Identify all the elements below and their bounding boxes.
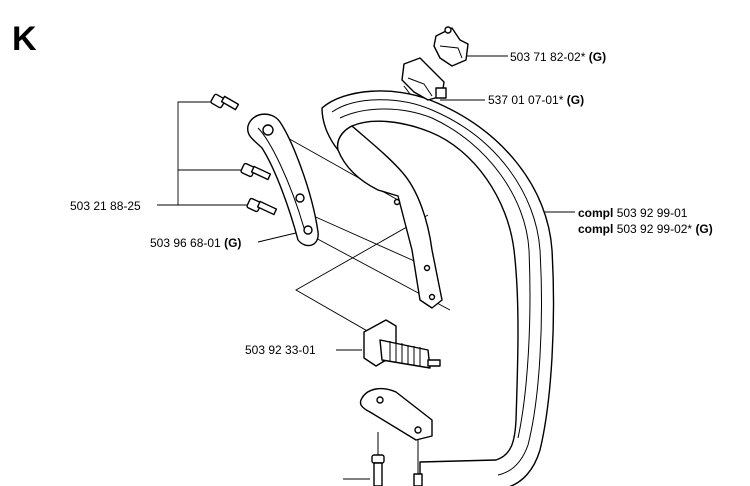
bracket-hole-1 [262,124,274,136]
arm-hole-1 [393,198,401,206]
bottom-bolts [371,432,423,486]
bracket-hole-2 [295,193,305,203]
label-handle-2-suffix: (G) [695,222,713,236]
label-handle-1-prefix: compl [578,206,614,220]
handle-contour-1 [331,99,542,476]
handle-outer [321,90,555,486]
handle-mount-arm [336,125,443,309]
bottom-bolt-1-shank [373,462,383,486]
clip-bottom [401,57,447,101]
label-clip-top-number: 503 71 82-02* [510,50,586,64]
label-handle-2: compl 503 92 99-02* (G) [578,222,713,236]
handle-contour-2 [339,108,531,439]
bottom-bolt-1-head [371,454,385,464]
guide-line-4 [295,214,429,341]
bolts [210,93,278,216]
spring-part [363,319,441,369]
bottom-bolt-2-shank [413,473,423,486]
bracket-ridge [257,127,305,229]
label-clip-bottom-number: 537 01 07-01* [488,93,564,107]
spring-coils [389,341,421,367]
bolt-2 [240,162,272,181]
arm-hole-3 [428,293,436,301]
bolt-3 [246,197,278,216]
clip-top [433,26,469,67]
label-handle-1: compl 503 92 99-01 [578,206,687,220]
label-clip-top: 503 71 82-02* (G) [510,50,606,64]
leader-bolts [157,101,213,206]
arm-hole-2 [423,264,431,272]
bottom-plate [359,387,433,441]
label-clip-bottom: 537 01 07-01* (G) [488,93,584,107]
label-clip-bottom-suffix: (G) [566,93,585,107]
bracket-body [247,113,319,247]
label-bracket: 503 96 68-01 (G) [150,236,241,250]
spring-pin [427,359,441,367]
label-clip-top-suffix: (G) [588,50,607,64]
label-bracket-suffix: (G) [224,236,242,250]
leader-bracket [257,231,301,243]
bracket-part [247,113,319,247]
clips [401,26,469,101]
label-handle-2-number: 503 92 99-02* [616,222,693,236]
bracket-hole-3 [303,225,313,235]
label-handle-2-prefix: compl [578,222,614,236]
spring-body [379,339,431,369]
label-spring: 503 92 33-01 [245,343,316,357]
guide-line-2 [299,209,431,269]
label-handle-1-number: 503 92 99-01 [616,206,688,220]
bolt-1 [210,93,240,111]
label-bracket-number: 503 96 68-01 [150,236,221,250]
label-bolts-group: 503 21 88-25 [70,199,141,213]
handle-bar [321,90,555,486]
section-letter: K [12,20,37,58]
